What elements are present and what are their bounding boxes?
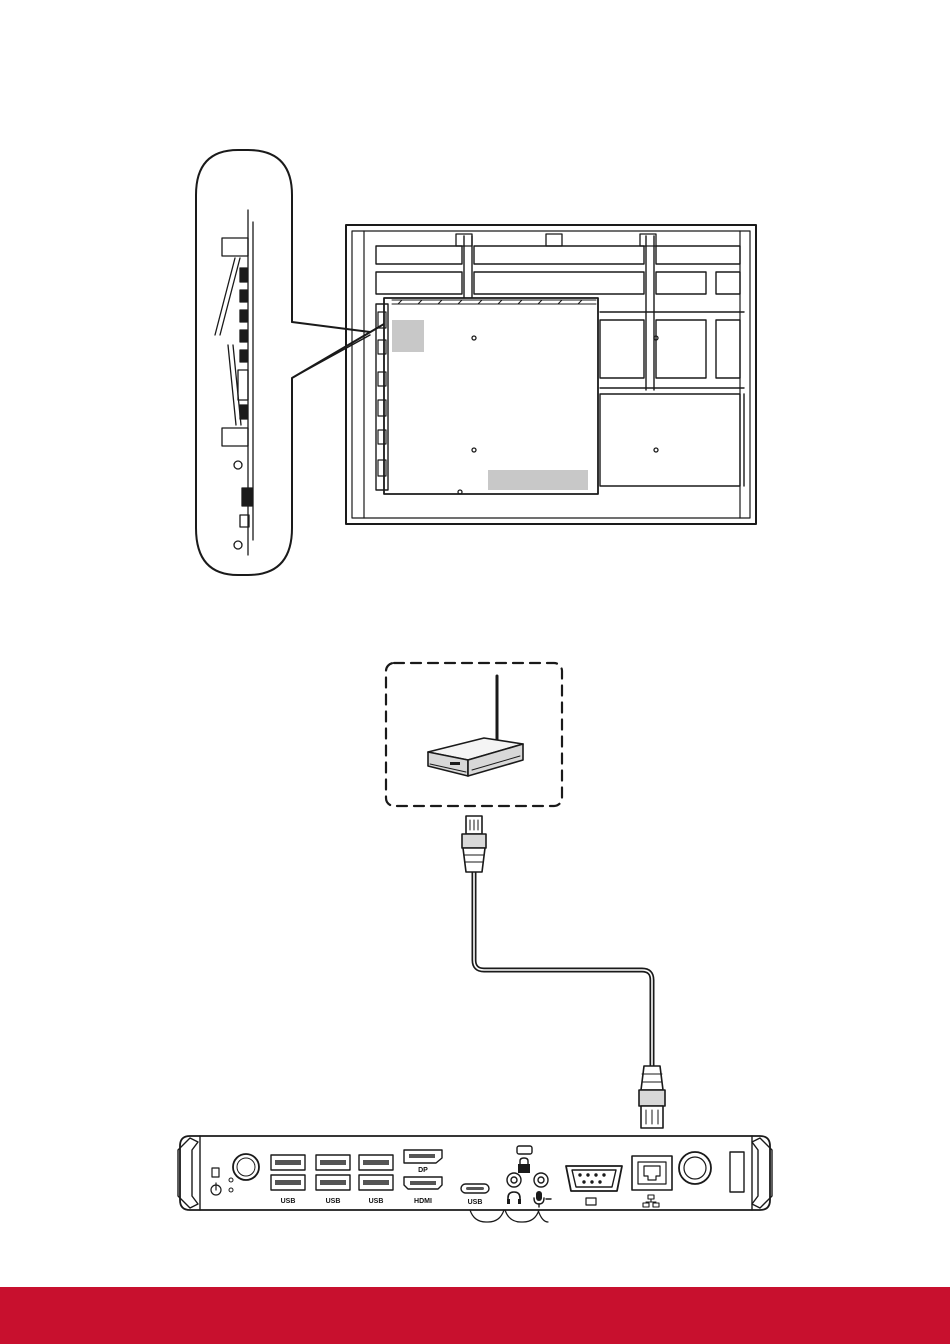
usb-port[interactable] — [271, 1155, 305, 1190]
rj45-connector-icon — [462, 816, 486, 872]
usb-c-port[interactable] — [461, 1184, 489, 1193]
usb-label: USB — [281, 1198, 296, 1205]
footer-band — [0, 1287, 950, 1344]
vga-port[interactable] — [566, 1166, 622, 1191]
audio-out-knob[interactable] — [679, 1152, 711, 1184]
display-rear-view — [346, 225, 756, 524]
side-panel-view — [215, 210, 253, 555]
lock-icon — [518, 1158, 530, 1173]
microphone-jack[interactable] — [534, 1173, 548, 1187]
wireless-router-icon — [428, 676, 523, 776]
headphone-jack[interactable] — [507, 1173, 521, 1187]
dp-label: DP — [418, 1167, 428, 1174]
zoom-callout — [196, 150, 384, 575]
usb-port[interactable] — [316, 1155, 350, 1190]
usb-label: USB — [369, 1198, 384, 1205]
rj45-connector-icon — [639, 1066, 665, 1128]
dp-port[interactable] — [404, 1150, 442, 1163]
lan-port[interactable] — [632, 1156, 672, 1190]
usb-c-label: USB — [468, 1199, 483, 1206]
power-icon — [211, 1168, 221, 1195]
lock-slot[interactable] — [517, 1146, 532, 1154]
connection-diagram: USB USB USB DP HDMI USB — [0, 0, 950, 1287]
ethernet-cable — [474, 872, 652, 1066]
network-lan-icon — [643, 1195, 659, 1207]
display-icon — [586, 1198, 596, 1205]
hdmi-label: HDMI — [414, 1198, 432, 1205]
connector-panel — [178, 1136, 772, 1222]
usb-port[interactable] — [359, 1155, 393, 1190]
usb-label: USB — [326, 1198, 341, 1205]
router-dashed-frame — [386, 663, 562, 806]
hdmi-port[interactable] — [404, 1177, 442, 1189]
power-button[interactable] — [233, 1154, 259, 1180]
microphone-icon — [534, 1191, 551, 1207]
headphone-icon — [507, 1192, 521, 1204]
router-group — [386, 663, 562, 806]
